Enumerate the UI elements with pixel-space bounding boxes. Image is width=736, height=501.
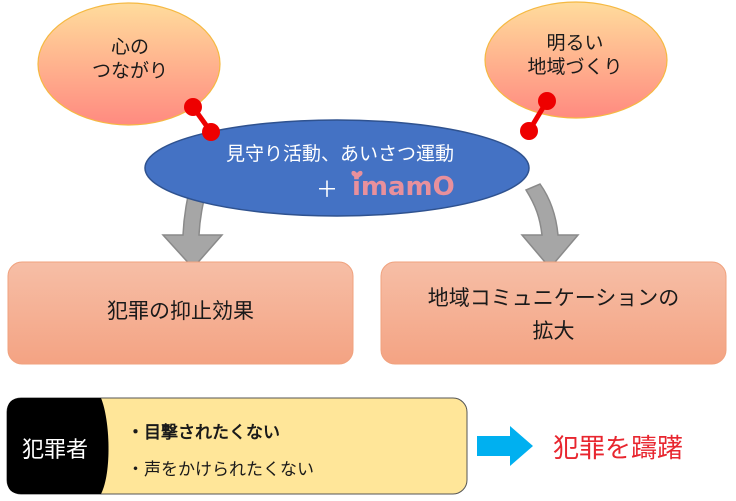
effect-left-text: 犯罪の抑止効果 (107, 299, 254, 323)
criminal-bullet-2: ・声をかけられたくない (127, 460, 314, 480)
bubble-right (484, 1, 668, 119)
criminal-bullet-1: ・目撃されたくない (127, 423, 280, 443)
bubble-right-text: 明るい 地域づくり (505, 32, 645, 80)
blue-arrow (477, 426, 533, 466)
effect-right-text: 地域コミュニケーションの 拡大 (381, 282, 726, 347)
criminal-label: 犯罪者 (22, 438, 89, 463)
bubble-left-text: 心の つながり (60, 36, 200, 84)
criminal-label-bg (7, 398, 109, 494)
center-ellipse (144, 119, 530, 217)
result-text: 犯罪を躊躇 (553, 434, 684, 464)
connector-right (520, 92, 556, 140)
effect-right-line2: 拡大 (532, 318, 575, 343)
logo-heart-icon (351, 170, 363, 179)
gray-arrow-right (520, 183, 580, 270)
center-line1: 見守り活動、あいさつ運動 (225, 143, 454, 165)
effect-box-right (380, 261, 727, 365)
effect-box-left (7, 261, 354, 365)
bubble-right-line1: 明るい (546, 32, 604, 54)
bubble-right-line2: 地域づくり (527, 55, 623, 78)
bubble-left (37, 2, 221, 126)
connector-left (184, 98, 220, 141)
bubble-left-line1: 心の (110, 36, 149, 58)
bubble-left-line2: つながり (91, 59, 168, 82)
center-plus: ＋ (316, 178, 339, 203)
effect-right-line1: 地域コミュニケーションの (427, 286, 680, 310)
imamo-logo: imamO (352, 172, 455, 202)
